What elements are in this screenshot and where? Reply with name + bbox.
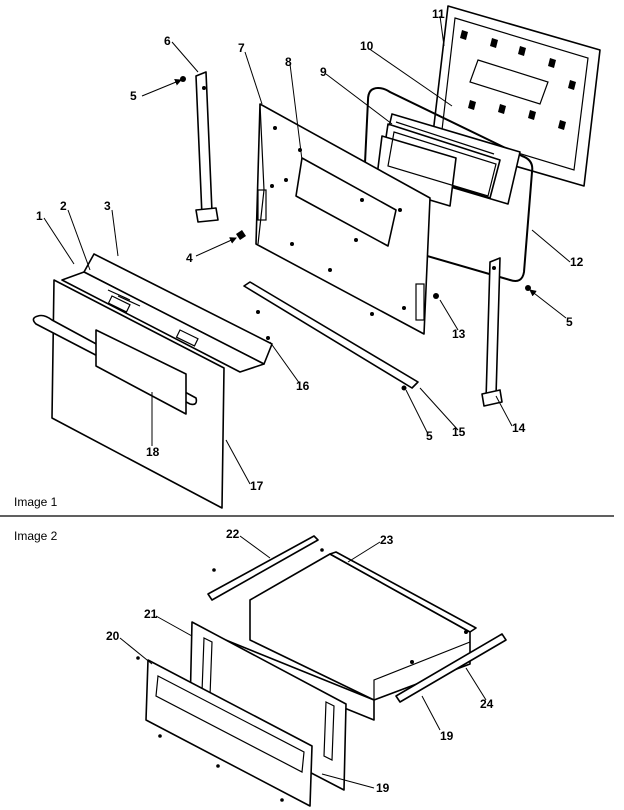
callout-24: 24 bbox=[480, 697, 494, 711]
callout-18: 18 bbox=[146, 445, 160, 459]
section-caption-1: Image 1 bbox=[14, 495, 58, 509]
callout-21: 21 bbox=[144, 607, 158, 621]
callout-15: 15 bbox=[452, 425, 466, 439]
callouts-1: 1 2 3 4 5 5 5 6 7 8 9 10 11 12 13 14 15 … bbox=[36, 7, 584, 493]
leader-lines-1 bbox=[43, 15, 571, 485]
callout-12: 12 bbox=[570, 255, 584, 269]
door-gasket bbox=[360, 86, 534, 282]
drawer-front-panel bbox=[136, 548, 324, 807]
inner-door-liner bbox=[255, 103, 431, 335]
callout-19a: 19 bbox=[440, 729, 454, 743]
outer-door-front bbox=[51, 279, 225, 509]
callout-5b: 5 bbox=[566, 315, 573, 329]
callout-9: 9 bbox=[320, 65, 327, 79]
bottom-trim-strip bbox=[243, 281, 419, 389]
callout-22: 22 bbox=[226, 527, 240, 541]
callout-17: 17 bbox=[250, 479, 264, 493]
callout-1: 1 bbox=[36, 209, 43, 223]
screw-parts bbox=[180, 76, 531, 391]
drawer-rail-right bbox=[395, 633, 507, 703]
callout-3: 3 bbox=[104, 199, 111, 213]
callout-6: 6 bbox=[164, 34, 171, 48]
callout-5c: 5 bbox=[426, 429, 433, 443]
hinge-bracket-right bbox=[481, 257, 503, 407]
door-handle bbox=[32, 314, 198, 415]
callout-5a: 5 bbox=[130, 89, 137, 103]
callout-7: 7 bbox=[238, 41, 245, 55]
callout-10: 10 bbox=[360, 39, 374, 53]
callout-20: 20 bbox=[106, 629, 120, 643]
door-top-trim bbox=[61, 253, 273, 373]
section-caption-2: Image 2 bbox=[14, 529, 58, 543]
callout-19b: 19 bbox=[376, 781, 390, 795]
drawer-rail-left bbox=[207, 535, 319, 601]
hinge-bracket-left bbox=[195, 71, 219, 223]
callout-8: 8 bbox=[285, 55, 292, 69]
callout-2: 2 bbox=[60, 199, 67, 213]
leader-lines-2 bbox=[119, 535, 487, 789]
callout-14: 14 bbox=[512, 421, 526, 435]
callouts-2: 22 23 21 20 24 19 19 5 bbox=[106, 527, 494, 795]
callout-16: 16 bbox=[296, 379, 310, 393]
callout-13: 13 bbox=[452, 327, 466, 341]
callout-23: 23 bbox=[380, 533, 394, 547]
callout-11: 11 bbox=[432, 7, 445, 21]
callout-4: 4 bbox=[186, 251, 193, 265]
